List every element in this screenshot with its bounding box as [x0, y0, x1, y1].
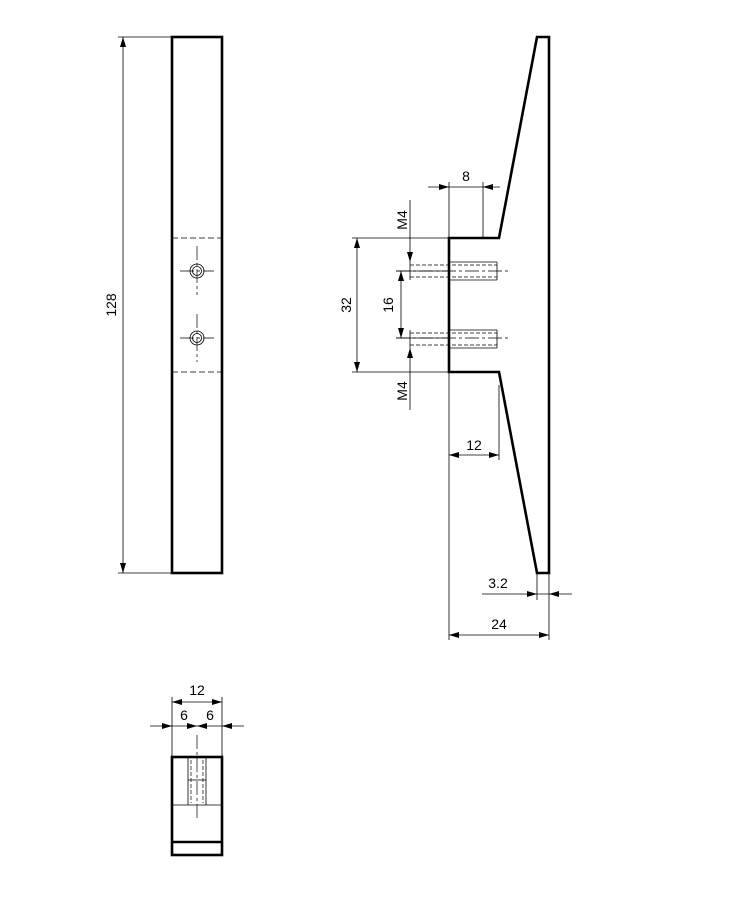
hole-lower — [180, 314, 214, 362]
dim-thread-top: M4 — [394, 200, 413, 262]
dim-tip-thickness: 3.2 — [482, 573, 572, 640]
dim-hole-spacing: 32 — [338, 237, 449, 373]
dim-thread-bottom: M4 — [394, 348, 413, 410]
dim-thread-depth: 8 — [428, 168, 500, 238]
dim-thread-top-label: M4 — [394, 210, 410, 230]
dim-thread-depth-label: 8 — [462, 168, 470, 184]
dim-half-left-label: 6 — [180, 707, 188, 723]
thread-lower — [396, 329, 510, 349]
dim-length-label: 128 — [103, 293, 119, 317]
dim-pitch-label: 16 — [380, 297, 396, 313]
dim-thread-bottom-label: M4 — [394, 381, 410, 401]
front-view: 128 — [103, 35, 224, 575]
dim-hole-spacing-label: 32 — [338, 297, 354, 313]
front-view-outline — [170, 35, 224, 575]
dim-length: 128 — [103, 36, 172, 574]
hole-upper — [180, 246, 214, 295]
side-view-outline — [447, 35, 551, 575]
dim-bottom-width-label: 12 — [189, 682, 205, 698]
dim-tip-thickness-label: 3.2 — [488, 575, 508, 591]
thread-upper — [396, 261, 510, 281]
dim-pitch: 16 — [380, 270, 449, 339]
dim-total-depth-label: 24 — [491, 616, 507, 632]
dim-half-right-label: 6 — [206, 707, 214, 723]
dim-base-width-label: 12 — [466, 437, 482, 453]
dim-half-widths: 6 6 — [150, 707, 244, 729]
dim-bottom-width: 12 — [171, 682, 223, 757]
bottom-view: 12 6 6 — [150, 682, 244, 857]
side-view: 8 M4 M4 32 16 — [338, 35, 572, 640]
dim-total-depth: 24 — [449, 616, 549, 638]
dim-base-width: 12 — [448, 372, 500, 640]
bottom-view-outline — [170, 755, 224, 857]
